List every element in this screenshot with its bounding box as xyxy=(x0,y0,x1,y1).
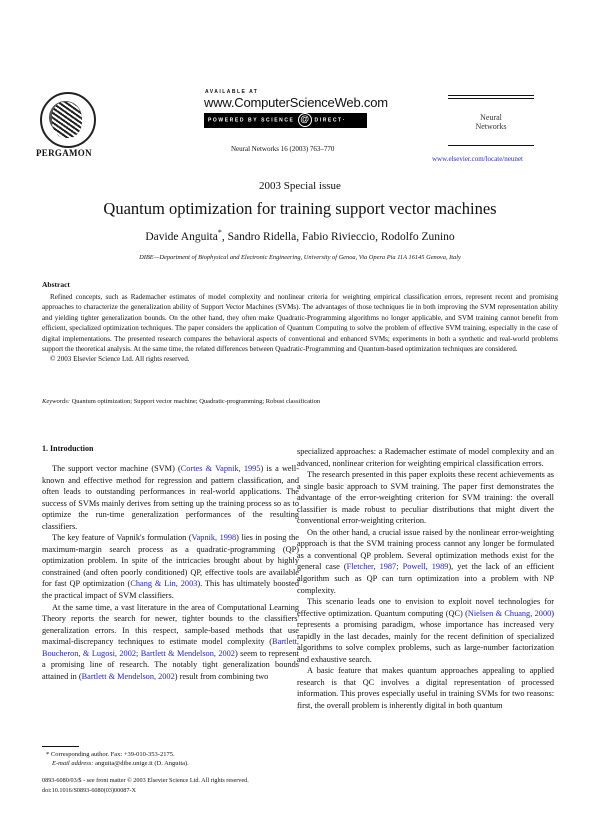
separator: , xyxy=(375,230,381,243)
csw-url[interactable]: www.ComputerScienceWeb.com xyxy=(204,95,388,110)
journal-name: Neural Networks xyxy=(448,113,534,131)
author: Rodolfo Zunino xyxy=(380,230,455,243)
email-label: E-mail address: xyxy=(52,760,94,767)
issn-line: 0893-6080/03/$ - see front matter © 2003… xyxy=(42,777,249,784)
footnote-mark: * xyxy=(46,751,50,758)
footnote-text: Corresponding author. Fax: +39-010-353-2… xyxy=(50,751,175,758)
text: On the other hand, a crucial issue raise… xyxy=(297,527,554,572)
text: ) result from combining two xyxy=(174,671,269,681)
author: Fabio Rivieccio xyxy=(301,230,376,243)
available-at-label: AVAILABLE AT xyxy=(205,89,259,95)
separator: , xyxy=(221,230,228,243)
direct-label: DIRECT· xyxy=(314,117,346,124)
text: The support vector machine (SVM) ( xyxy=(52,464,181,473)
paper-title: Quantum optimization for training suppor… xyxy=(103,199,497,218)
keywords-label: Keywords: xyxy=(42,398,70,405)
helmeted-head-icon xyxy=(52,102,82,138)
author-list: Davide Anguita*, Sandro Ridella, Fabio R… xyxy=(0,228,600,243)
rule xyxy=(448,98,534,99)
rule xyxy=(448,145,534,146)
journal-name-line2: Networks xyxy=(475,122,507,131)
text: ) is a well-known and effective method f… xyxy=(42,464,299,531)
text: ) represents a promising paradigm, whose… xyxy=(297,608,555,664)
text: ) lies in posing the maximum-margin sear… xyxy=(42,533,299,589)
text: The key feature of Vapnik's formulation … xyxy=(52,533,192,543)
abstract-copyright: © 2003 Elsevier Science Ltd. All rights … xyxy=(50,355,190,364)
pergamon-logo xyxy=(40,92,96,148)
text: ), yet the lack of an efficient algorith… xyxy=(297,562,555,595)
citation-link[interactable]: Cortes & Vapnik, 1995 xyxy=(180,464,261,473)
citation-link[interactable]: Bartlett & Mendelson, 2002 xyxy=(81,671,175,681)
at-logo-icon: @ xyxy=(297,113,312,127)
paragraph: This scenario leads one to envision to e… xyxy=(297,596,554,665)
paragraph: The key feature of Vapnik's formulation … xyxy=(42,532,299,601)
powered-by-label: POWERED BY SCIENCE xyxy=(208,117,295,124)
powered-by-banner[interactable]: POWERED BY SCIENCE @ DIRECT· xyxy=(204,113,367,128)
text: At the same time, a vast literature in t… xyxy=(42,602,299,647)
journal-name-line1: Neural xyxy=(480,113,502,122)
journal-logo: Neural Networks xyxy=(448,95,534,148)
citation-link[interactable]: Fletcher, 1987; Powell, 1989 xyxy=(346,562,449,572)
section-heading-introduction: 1. Introduction xyxy=(42,444,94,453)
paragraph: On the other hand, a crucial issue raise… xyxy=(297,527,554,596)
journal-citation: Neural Networks 16 (2003) 763–770 xyxy=(231,145,335,153)
abstract-body: Refined concepts, such as Rademacher est… xyxy=(42,292,558,365)
citation-link[interactable]: Vapnik, 1998 xyxy=(191,533,237,543)
abstract-heading: Abstract xyxy=(42,280,70,289)
footnote-rule xyxy=(42,746,79,747)
author: Davide Anguita xyxy=(145,230,218,243)
paragraph: The support vector machine (SVM) (Cortes… xyxy=(42,463,299,532)
publisher-label: PERGAMON xyxy=(36,148,92,158)
paragraph: At the same time, a vast literature in t… xyxy=(42,602,299,683)
citation-link[interactable]: Chang & Lin, 2003 xyxy=(130,579,198,589)
abstract-text: Refined concepts, such as Rademacher est… xyxy=(42,293,558,354)
bottom-matter: 0893-6080/03/$ - see front matter © 2003… xyxy=(42,776,249,795)
right-column: specialized approaches: a Rademacher est… xyxy=(297,446,554,712)
author: Sandro Ridella xyxy=(227,230,297,243)
special-issue-label: 2003 Special issue xyxy=(259,180,341,192)
left-column: The support vector machine (SVM) (Cortes… xyxy=(42,463,299,682)
paragraph: A basic feature that makes quantum appro… xyxy=(297,666,554,711)
keywords-text: Quantum optimization; Support vector mac… xyxy=(71,398,321,405)
citation-link[interactable]: Bartlett, Boucheron, & Lugosi, 2002; Bar… xyxy=(42,637,299,658)
journal-url-link[interactable]: www.elsevier.com/locate/neunet xyxy=(432,155,523,163)
affiliation: DIBE—Department of Biophysical and Elect… xyxy=(139,254,461,261)
email-link[interactable]: anguita@dibe.unige.it (D. Anguita). xyxy=(95,760,189,767)
corresponding-mark[interactable]: * xyxy=(217,228,222,237)
text: ) seem to represent a promising line of … xyxy=(42,648,299,681)
doi-line: doi:10.1016/S0893-6080(03)00087-X xyxy=(42,786,137,794)
rule xyxy=(448,95,534,96)
citation-link[interactable]: Nielsen & Chuang, 2000 xyxy=(467,608,552,618)
separator: , xyxy=(296,230,302,243)
text: ). This has ultimately boosted the pract… xyxy=(42,579,300,601)
paragraph: specialized approaches: a Rademacher est… xyxy=(297,447,554,468)
footnote: * Corresponding author. Fax: +39-010-353… xyxy=(46,750,189,768)
keywords: Keywords: Quantum optimization; Support … xyxy=(42,398,320,405)
text: This scenario leads one to envision to e… xyxy=(297,597,554,618)
paragraph: The research presented in this paper exp… xyxy=(297,470,554,526)
